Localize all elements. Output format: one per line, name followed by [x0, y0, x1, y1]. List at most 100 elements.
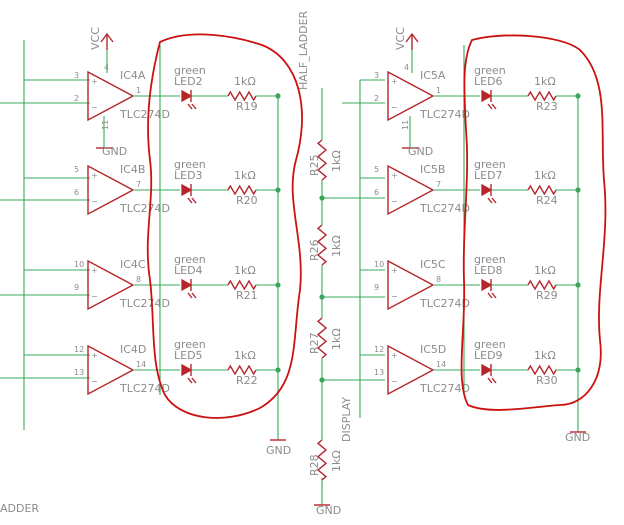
opamp-minus-sign: −	[91, 377, 98, 386]
led-color-label: green	[474, 158, 506, 171]
left-wiring	[0, 40, 279, 440]
pin-number-plus: 3	[374, 71, 379, 80]
annotation-loop-right	[460, 34, 607, 411]
gnd-symbol-left-bus: GND	[266, 439, 291, 457]
led-symbol	[181, 363, 193, 377]
pin-number-minus: 6	[74, 188, 79, 197]
opamp-ref-label: IC5D	[420, 343, 446, 356]
wire-junction	[275, 93, 281, 99]
resistor-value-label: 1kΩ	[234, 169, 256, 182]
led-ref-label: LED3	[174, 169, 203, 182]
ladder-resistor-value-label: 1kΩ	[330, 450, 343, 472]
ladder-resistor-ref-label: R26	[308, 239, 321, 261]
vcc-symbol-right: VCC	[394, 27, 419, 50]
wire-junction	[575, 93, 581, 99]
pin-number-minus: 2	[374, 94, 379, 103]
resistor-symbol	[527, 184, 557, 196]
led-ref-label: LED4	[174, 264, 203, 277]
opamp-plus-sign: +	[91, 77, 98, 86]
gnd-label: GND	[316, 504, 341, 517]
pin-number-gnd: 11	[101, 120, 110, 130]
pin-number-vcc: 4	[404, 63, 409, 72]
led-light-arrows	[187, 197, 197, 204]
led-symbol	[481, 363, 493, 377]
opamp-ref-label: IC5B	[420, 163, 445, 176]
pin-number-out: 7	[436, 180, 441, 189]
opamp-ref-label: IC4A	[120, 69, 146, 82]
led-symbol	[181, 183, 193, 197]
led-color-label: green	[174, 253, 206, 266]
resistor-value-label: 1kΩ	[234, 349, 256, 362]
led-color-label: green	[174, 64, 206, 77]
led-color-label: green	[474, 338, 506, 351]
opamp-symbol	[387, 70, 435, 122]
opamp-symbol	[87, 344, 135, 396]
opamp-minus-sign: −	[391, 197, 398, 206]
wire-junction	[319, 294, 325, 300]
wire-junction	[575, 282, 581, 288]
pin-number-minus: 13	[374, 368, 384, 377]
led-color-label: green	[174, 338, 206, 351]
led-light-arrows	[187, 103, 197, 110]
ladder-resistor-value-label: 1kΩ	[330, 235, 343, 257]
opamp-plus-sign: +	[391, 171, 398, 180]
led-color-label: green	[174, 158, 206, 171]
pin-number-plus: 12	[74, 345, 84, 354]
pin-number-plus: 3	[74, 71, 79, 80]
resistor-symbol	[527, 364, 557, 376]
pin-number-vcc: 4	[104, 63, 109, 72]
pin-number-gnd: 11	[401, 120, 410, 130]
ladder-resistor-ref-label: R28	[308, 454, 321, 476]
resistor-symbol	[527, 279, 557, 291]
led-light-arrows	[487, 103, 497, 110]
gnd-symbol-ladder: GND	[314, 504, 341, 517]
ladder-resistor-symbol	[316, 139, 328, 181]
pin-number-plus: 10	[74, 260, 84, 269]
pin-number-plus: 5	[374, 165, 379, 174]
opamp-type-label: TLC274D	[119, 108, 170, 121]
opamp-ref-label: IC5A	[420, 69, 446, 82]
pin-number-minus: 6	[374, 188, 379, 197]
opamp-symbol	[87, 164, 135, 216]
pin-number-out: 7	[136, 180, 141, 189]
opamp-minus-sign: −	[91, 197, 98, 206]
gnd-label: GND	[102, 145, 127, 158]
led-light-arrows	[487, 292, 497, 299]
pin-number-out: 8	[436, 275, 441, 284]
half-ladder-label: HALF_LADDER	[297, 10, 310, 90]
led-light-arrows	[487, 377, 497, 384]
ladder-resistor-symbol	[316, 439, 328, 481]
resistor-ref-label: R21	[236, 289, 258, 302]
led-symbol	[481, 183, 493, 197]
pin-number-out: 14	[436, 360, 446, 369]
opamp-symbol	[87, 70, 135, 122]
opamp-ref-label: IC4D	[120, 343, 146, 356]
led-ref-label: LED5	[174, 349, 203, 362]
resistor-value-label: 1kΩ	[534, 264, 556, 277]
led-ref-label: LED6	[474, 75, 503, 88]
gnd-label: GND	[266, 444, 291, 457]
opamp-ref-label: IC4C	[120, 258, 146, 271]
resistor-ref-label: R23	[536, 100, 558, 113]
opamp-plus-sign: +	[391, 266, 398, 275]
resistor-value-label: 1kΩ	[534, 169, 556, 182]
led-color-label: green	[474, 64, 506, 77]
opamp-type-label: TLC274D	[119, 382, 170, 395]
wire-junction	[575, 187, 581, 193]
annotation-loop-left	[146, 33, 303, 419]
pin-number-plus: 10	[374, 260, 384, 269]
vcc-label: VCC	[394, 27, 407, 50]
opamp-minus-sign: −	[391, 103, 398, 112]
led-light-arrows	[187, 292, 197, 299]
wire-junction	[575, 367, 581, 373]
ladder-resistor-symbol	[316, 224, 328, 266]
resistor-ref-label: R19	[236, 100, 258, 113]
led-symbol	[181, 89, 193, 103]
pin-number-out: 14	[136, 360, 146, 369]
led-ref-label: LED8	[474, 264, 503, 277]
led-symbol	[481, 89, 493, 103]
